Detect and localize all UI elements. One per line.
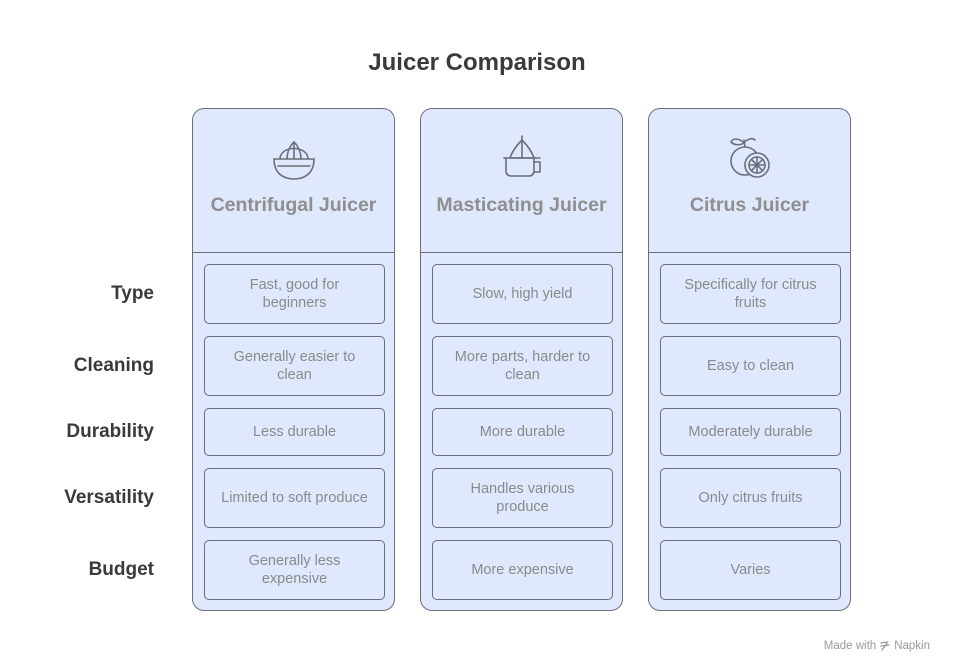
cell-versatility: Limited to soft produce	[204, 468, 385, 528]
cell-durability: Less durable	[204, 408, 385, 456]
cell-cleaning: Easy to clean	[660, 336, 841, 396]
row-label-versatility: Versatility	[64, 487, 154, 508]
juicer-press-icon	[502, 135, 541, 177]
column-header: Centrifugal Juicer	[193, 109, 394, 253]
column-title: Citrus Juicer	[689, 194, 810, 216]
row-label-budget: Budget	[88, 559, 154, 580]
row-label-durability: Durability	[66, 421, 154, 442]
cell-versatility: Handles various produce	[432, 468, 613, 528]
column-citrus: Citrus Juicer Specifically for citrus fr…	[648, 108, 851, 611]
cell-durability: More durable	[432, 408, 613, 456]
cell-budget: Generally less expensive	[204, 540, 385, 600]
column-header: Citrus Juicer	[649, 109, 850, 253]
row-label-type: Type	[111, 283, 154, 304]
footer-brand: Napkin	[894, 640, 930, 652]
cell-cleaning: Generally easier to clean	[204, 336, 385, 396]
column-title: Masticating Juicer	[436, 194, 607, 216]
cell-versatility: Only citrus fruits	[660, 468, 841, 528]
row-label-cleaning: Cleaning	[73, 355, 154, 376]
cell-durability: Moderately durable	[660, 408, 841, 456]
column-title: Centrifugal Juicer	[210, 194, 377, 216]
napkin-logo-icon	[880, 641, 890, 651]
orange-slice-icon	[729, 137, 770, 178]
footer-prefix: Made with	[823, 640, 877, 652]
column-masticating: Masticating Juicer Slow, high yield More…	[420, 108, 623, 611]
footer-attribution: Made with Napkin	[824, 640, 930, 652]
cell-type: Specifically for citrus fruits	[660, 264, 841, 324]
citrus-reamer-icon	[272, 141, 315, 180]
cell-budget: Varies	[660, 540, 841, 600]
cell-type: Fast, good for beginners	[204, 264, 385, 324]
column-header: Masticating Juicer	[421, 109, 622, 253]
cell-cleaning: More parts, harder to clean	[432, 336, 613, 396]
cell-budget: More expensive	[432, 540, 613, 600]
column-centrifugal: Centrifugal Juicer Fast, good for beginn…	[192, 108, 395, 611]
page-title: Juicer Comparison	[368, 49, 586, 76]
cell-type: Slow, high yield	[432, 264, 613, 324]
